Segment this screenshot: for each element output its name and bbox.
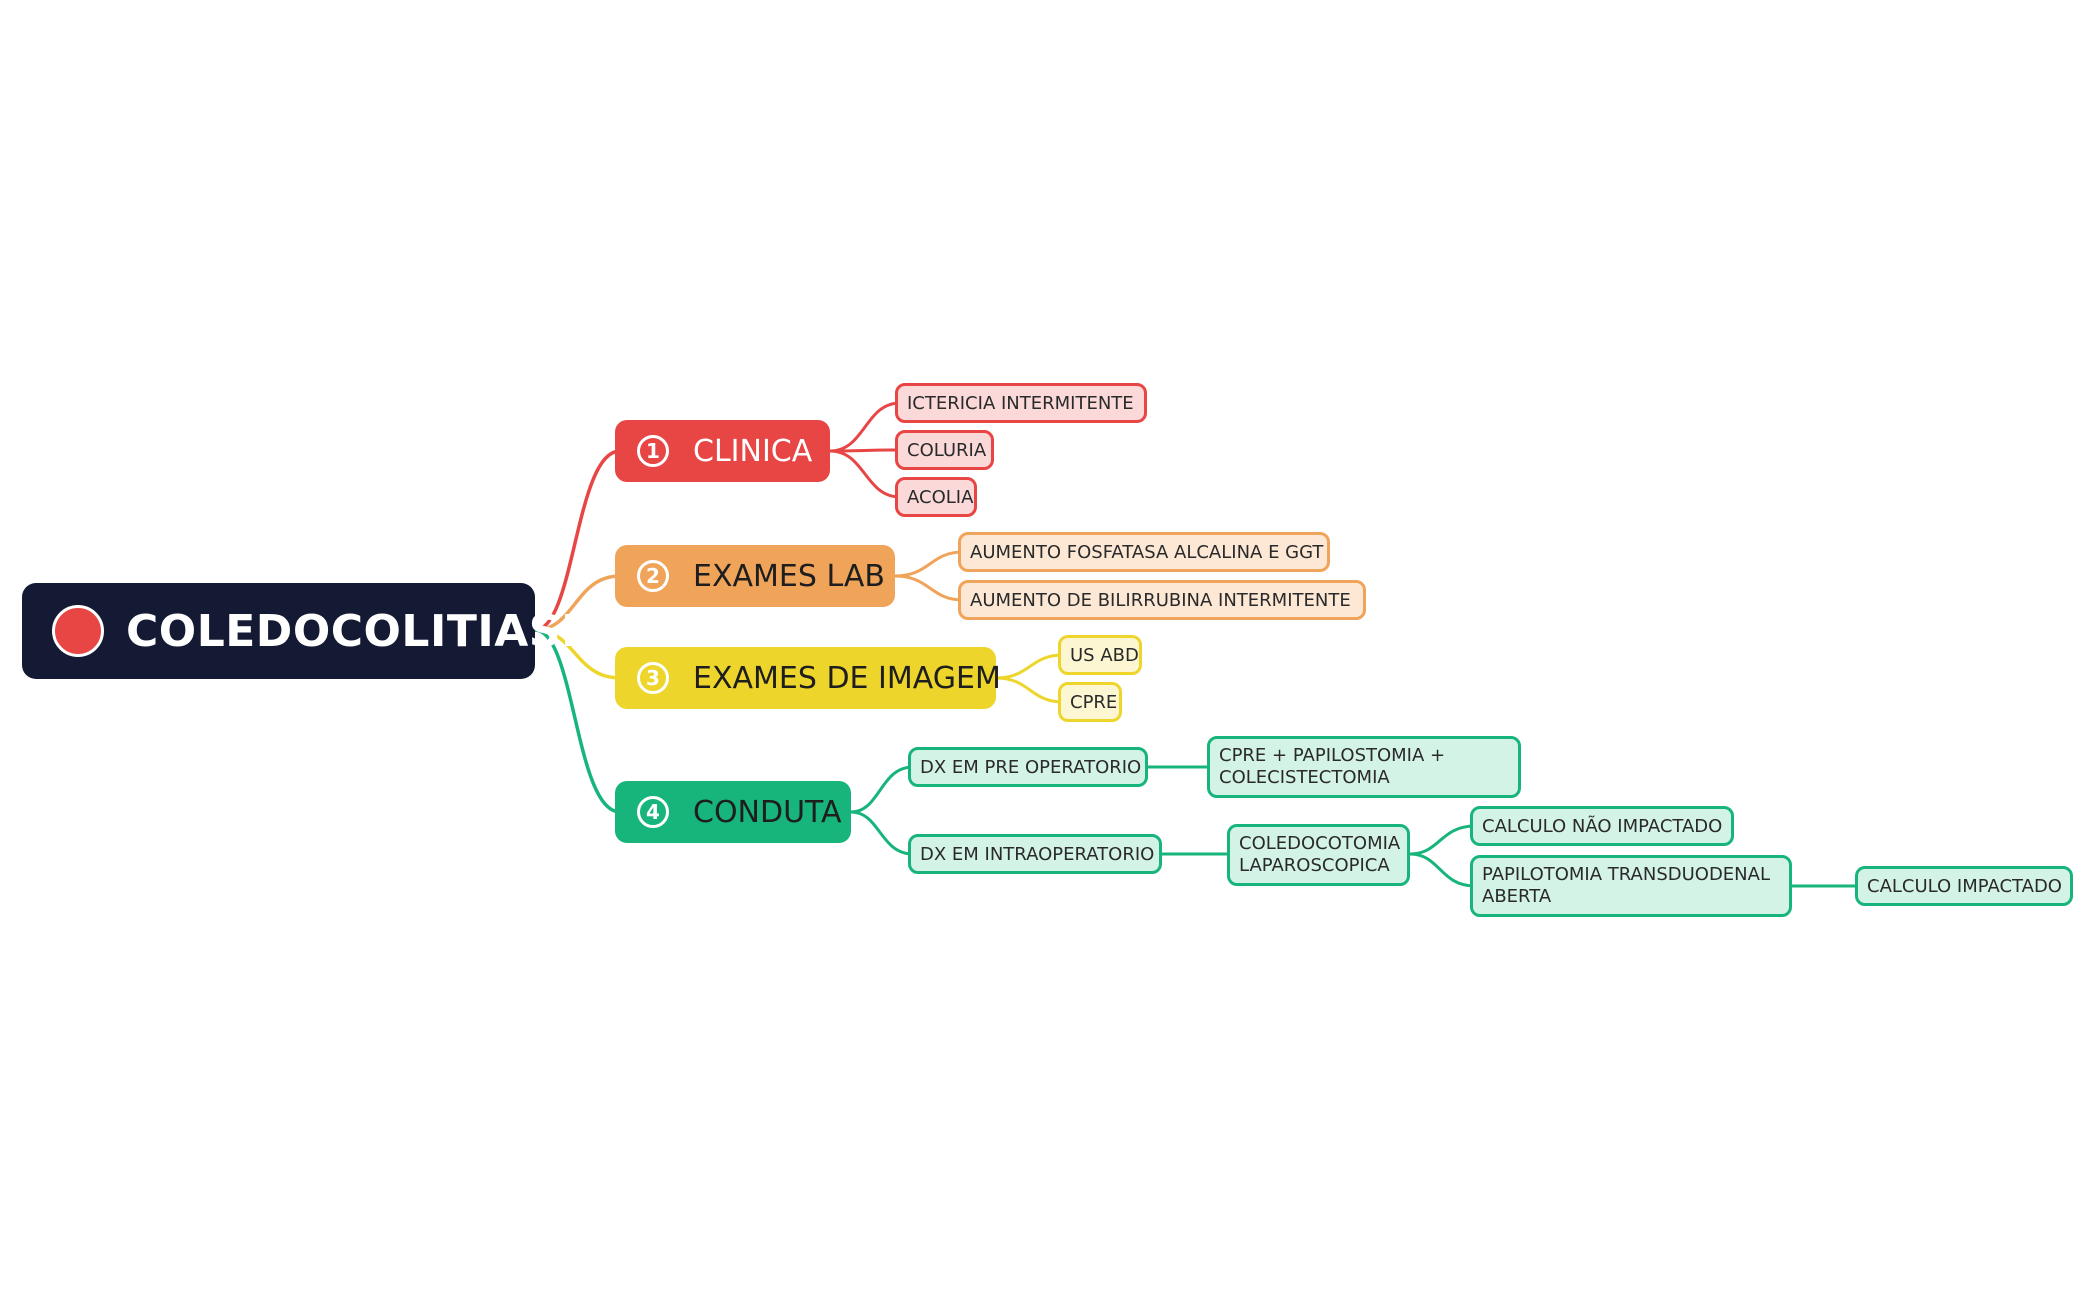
link-conduta-intra [850, 810, 914, 856]
link-imagem-cpre [995, 676, 1064, 704]
branch-clinica-label: CLINICA [693, 433, 813, 469]
link-coledocotomia-nao-impactado [1409, 824, 1476, 856]
link-coledocotomia-papilotomia [1409, 852, 1476, 888]
leaf-label: DX EM INTRAOPERATORIO [920, 843, 1155, 865]
branch-exames-imagem-label: EXAMES DE IMAGEM [693, 660, 1001, 696]
link-lab-fosfatasa [894, 550, 964, 578]
link-clinica-ictericia [829, 401, 901, 453]
branch-exames-lab-label: EXAMES LAB [693, 558, 885, 594]
leaf-cpre[interactable]: CPRE [1058, 682, 1122, 722]
leaf-label: COLURIA [907, 439, 987, 461]
number-3-icon: 3 [637, 662, 669, 694]
leaf-coluria[interactable]: COLURIA [895, 430, 994, 470]
branch-conduta[interactable]: 4 CONDUTA [615, 781, 851, 843]
leaf-label: AUMENTO DE BILIRRUBINA INTERMITENTE [970, 589, 1351, 611]
node-calculo-impactado[interactable]: CALCULO IMPACTADO [1855, 866, 2073, 906]
node-coledocotomia-laparoscopica[interactable]: COLEDOCOTOMIA LAPAROSCOPICA [1227, 824, 1410, 886]
leaf-label: COLEDOCOTOMIA LAPAROSCOPICA [1239, 833, 1401, 876]
branch-clinica[interactable]: 1 CLINICA [615, 420, 830, 482]
number-1-icon: 1 [637, 435, 669, 467]
link-root-exames-lab [534, 574, 621, 632]
red-dot-icon [52, 605, 104, 657]
link-conduta-pre [850, 765, 914, 814]
link-clinica-acolia [829, 449, 901, 499]
link-imagem-us [995, 653, 1064, 680]
link-root-exames-imagem [534, 628, 621, 680]
leaf-acolia[interactable]: ACOLIA [895, 477, 977, 517]
branch-exames-lab[interactable]: 2 EXAMES LAB [615, 545, 895, 607]
link-clinica-coluria [829, 448, 901, 453]
link-lab-bilirrubina [894, 574, 964, 602]
node-dx-intraoperatorio[interactable]: DX EM INTRAOPERATORIO [908, 834, 1162, 874]
branch-conduta-label: CONDUTA [693, 794, 842, 830]
leaf-fosfatasa-ggt[interactable]: AUMENTO FOSFATASA ALCALINA E GGT [958, 532, 1330, 572]
node-calculo-nao-impactado[interactable]: CALCULO NÃO IMPACTADO [1470, 806, 1734, 846]
leaf-label: CALCULO IMPACTADO [1867, 875, 2062, 897]
leaf-label: CPRE [1070, 691, 1118, 713]
leaf-ictericia-intermitente[interactable]: ICTERICIA INTERMITENTE [895, 383, 1147, 423]
link-root-clinica [534, 449, 621, 632]
leaf-label: ICTERICIA INTERMITENTE [907, 392, 1134, 414]
root-node[interactable]: COLEDOCOLITIASE [22, 583, 591, 679]
node-dx-pre-operatorio[interactable]: DX EM PRE OPERATORIO [908, 747, 1148, 787]
leaf-label: CALCULO NÃO IMPACTADO [1482, 815, 1723, 837]
leaf-label: AUMENTO FOSFATASA ALCALINA E GGT [970, 541, 1324, 563]
number-4-icon: 4 [637, 796, 669, 828]
node-cpre-papilostomia-colecistectomia[interactable]: CPRE + PAPILOSTOMIA + COLECISTECTOMIA [1207, 736, 1521, 798]
leaf-us-abd[interactable]: US ABD [1058, 635, 1142, 675]
leaf-label: ACOLIA [907, 486, 974, 508]
branch-exames-imagem[interactable]: 3 EXAMES DE IMAGEM [615, 647, 1001, 709]
node-papilotomia-transduodenal-aberta[interactable]: PAPILOTOMIA TRANSDUODENAL ABERTA [1470, 855, 1792, 917]
leaf-label: CPRE + PAPILOSTOMIA + COLECISTECTOMIA [1219, 745, 1446, 788]
number-2-icon: 2 [637, 560, 669, 592]
leaf-label: DX EM PRE OPERATORIO [920, 756, 1142, 778]
leaf-label: US ABD [1070, 644, 1139, 666]
leaf-bilirrubina-intermitente[interactable]: AUMENTO DE BILIRRUBINA INTERMITENTE [958, 580, 1366, 620]
leaf-label: PAPILOTOMIA TRANSDUODENAL ABERTA [1482, 864, 1770, 907]
root-label: COLEDOCOLITIASE [126, 605, 592, 657]
link-root-conduta [534, 628, 621, 814]
